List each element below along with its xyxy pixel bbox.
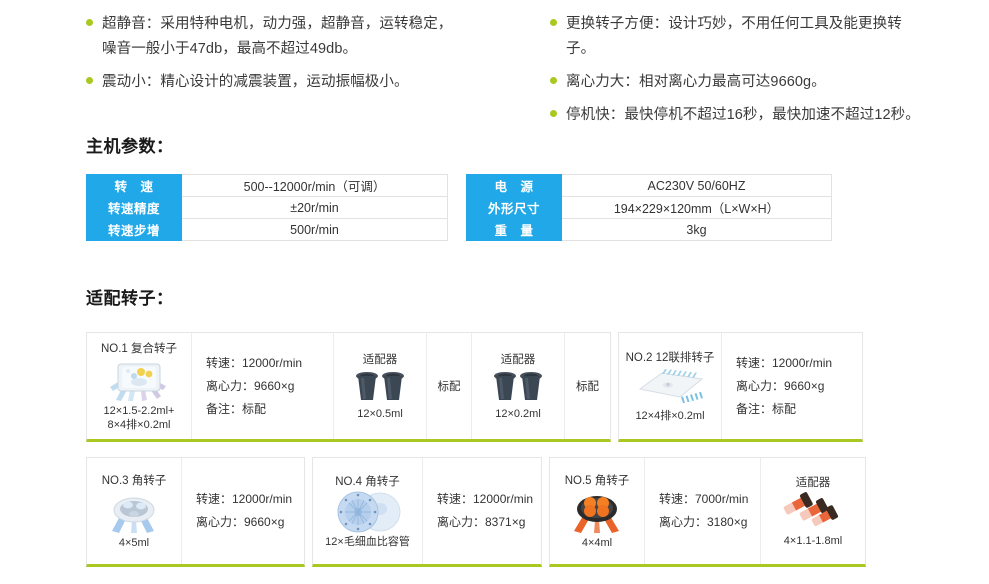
bullet-dot-icon bbox=[86, 19, 93, 26]
feature-text: 停机快：最快停机不超过16秒，最快加速不超过12秒。 bbox=[566, 107, 920, 123]
rotor-name: NO.5 角转子 bbox=[564, 475, 630, 487]
table-row: 转 速 500--12000r/min（可调） bbox=[86, 174, 448, 197]
bullet-dot-icon bbox=[550, 19, 557, 26]
adapter-label: 适配器 bbox=[500, 354, 536, 366]
bullet-dot-icon bbox=[550, 110, 557, 117]
rotor-specs-cell: 转速：12000r/min 离心力：9660×g 备注：标配 bbox=[722, 333, 862, 439]
rotor-image-cell: NO.4 角转子 bbox=[313, 458, 423, 564]
spec-key: 外形尺寸 bbox=[466, 196, 562, 219]
standard-badge: 标配 bbox=[576, 381, 599, 393]
rotor-rcf: 离心力：9660×g bbox=[196, 515, 285, 529]
rotor-capacity: 12×毛细血比容管 bbox=[325, 536, 410, 548]
rotor-name: NO.4 角转子 bbox=[335, 476, 400, 488]
spec-key: 电 源 bbox=[466, 174, 562, 197]
bullet-dot-icon bbox=[550, 77, 557, 84]
feature-text: 更换转子方便：设计巧妙，不用任何工具及能更换转子。 bbox=[566, 16, 902, 57]
rotor-image-cell: NO.5 角转子 4×4ml bbox=[550, 458, 645, 564]
rotor-specs-cell: 转速：12000r/min 离心力：9660×g bbox=[182, 458, 304, 564]
rotor-group-no5: NO.5 角转子 4×4ml 转速：7000r/min 离心力： bbox=[549, 457, 866, 567]
rotor-rcf: 离心力：8371×g bbox=[437, 515, 526, 529]
adapter-label: 适配器 bbox=[362, 354, 398, 366]
feature-column-left: 超静音：采用特种电机，动力强，超静音，运转稳定，噪音一般小于47db，最高不超过… bbox=[86, 12, 464, 136]
rotor-speed: 转速：12000r/min bbox=[437, 492, 534, 506]
adapter-tube-icon bbox=[356, 372, 404, 400]
table-row: 重 量 3kg bbox=[466, 218, 832, 241]
spec-key: 转速步增 bbox=[86, 218, 182, 241]
spec-key: 重 量 bbox=[466, 218, 562, 241]
adapter-vial-icon bbox=[783, 492, 839, 527]
adapter-capacity: 12×0.5ml bbox=[357, 408, 403, 420]
feature-column-right: 更换转子方便：设计巧妙，不用任何工具及能更换转子。 离心力大：相对离心力最高可达… bbox=[550, 12, 928, 136]
spec-value: ±20r/min bbox=[181, 196, 448, 219]
feature-text: 离心力大：相对离心力最高可达9660g。 bbox=[566, 74, 826, 90]
spec-table-right: 电 源 AC230V 50/60HZ 外形尺寸 194×229×120mm（L×… bbox=[466, 174, 832, 241]
feature-item: 停机快：最快停机不超过16秒，最快加速不超过12秒。 bbox=[550, 103, 928, 128]
bullet-dot-icon bbox=[86, 77, 93, 84]
adapter-capacity: 12×0.2ml bbox=[495, 408, 541, 420]
rotor-row: NO.3 角转子 4×5ml 转速：12000r/min 离心力：9660×g bbox=[86, 457, 873, 567]
table-row: 转速步增 500r/min bbox=[86, 218, 448, 241]
rotor-name: NO.3 角转子 bbox=[101, 475, 167, 487]
feature-item: 更换转子方便：设计巧妙，不用任何工具及能更换转子。 bbox=[550, 12, 928, 62]
rotor-capacity: 4×4ml bbox=[581, 537, 613, 549]
feature-text: 震动小：精心设计的减震装置，运动振幅极小。 bbox=[102, 74, 409, 90]
rotor-speed: 转速：12000r/min bbox=[196, 492, 293, 506]
standard-badge: 标配 bbox=[427, 333, 472, 439]
feature-item: 超静音：采用特种电机，动力强，超静音，运转稳定，噪音一般小于47db，最高不超过… bbox=[86, 12, 464, 62]
table-row: 电 源 AC230V 50/60HZ bbox=[466, 174, 832, 197]
rotor-rcf: 离心力：9660×g bbox=[206, 378, 295, 393]
adapter-cell: 适配器 12×0.5ml bbox=[334, 333, 427, 439]
rotor-angle-icon bbox=[112, 497, 155, 533]
spec-value: 500--12000r/min（可调） bbox=[181, 174, 448, 197]
feature-list: 超静音：采用特种电机，动力强，超静音，运转稳定，噪音一般小于47db，最高不超过… bbox=[86, 12, 946, 136]
rotor-name: NO.2 12联排转子 bbox=[625, 352, 715, 364]
rotor-row: NO.1 复合转子 bbox=[86, 332, 870, 442]
section-title-rotors: 适配转子： bbox=[86, 289, 174, 308]
rotor-rcf: 离心力：9660×g bbox=[736, 378, 825, 393]
rotor-name: NO.1 复合转子 bbox=[100, 343, 178, 355]
rotor-image-cell: NO.2 12联排转子 bbox=[619, 333, 722, 439]
rotor-group-no1: NO.1 复合转子 bbox=[86, 332, 611, 442]
rotor-image-cell: NO.3 角转子 4×5ml bbox=[87, 458, 182, 564]
rotor-note: 备注：标配 bbox=[206, 401, 267, 416]
rotor-group-no4: NO.4 角转子 bbox=[312, 457, 542, 567]
rotor-capacity: 4×5ml bbox=[118, 537, 150, 549]
rotor-specs-cell: 转速：12000r/min 离心力：9660×g 备注：标配 bbox=[192, 333, 334, 439]
adapter-cell: 适配器 bbox=[761, 458, 865, 564]
adapter-capacity: 4×1.1-1.8ml bbox=[783, 535, 843, 547]
feature-item: 离心力大：相对离心力最高可达9660g。 bbox=[550, 70, 928, 95]
feature-text: 超静音：采用特种电机，动力强，超静音，运转稳定，噪音一般小于47db，最高不超过… bbox=[102, 16, 453, 57]
rotor-orange-icon bbox=[574, 496, 619, 533]
section-title-specs: 主机参数： bbox=[86, 137, 174, 156]
rotor-note: 备注：标配 bbox=[736, 401, 797, 416]
rotor-rcf: 离心力：3180×g bbox=[659, 515, 748, 529]
table-row: 转速精度 ±20r/min bbox=[86, 196, 448, 219]
spec-value: AC230V 50/60HZ bbox=[561, 174, 832, 197]
adapter-label: 适配器 bbox=[795, 477, 831, 489]
rotor-strip-icon bbox=[638, 369, 704, 403]
rotor-specs-cell: 转速：7000r/min 离心力：3180×g bbox=[645, 458, 761, 564]
rotor-speed: 转速：7000r/min bbox=[659, 492, 749, 506]
spec-key: 转 速 bbox=[86, 174, 182, 197]
rotor-specs-cell: 转速：12000r/min 离心力：8371×g bbox=[423, 458, 541, 564]
feature-item: 震动小：精心设计的减震装置，运动振幅极小。 bbox=[86, 70, 464, 95]
spec-value: 194×229×120mm（L×W×H） bbox=[561, 196, 832, 219]
rotor-image-cell: NO.1 复合转子 bbox=[87, 333, 192, 439]
rotor-composite-icon bbox=[110, 363, 166, 401]
rotor-group-no3: NO.3 角转子 4×5ml 转速：12000r/min 离心力：9660×g bbox=[86, 457, 305, 567]
rotor-capacity: 12×1.5-2.2ml+ 8×4排×0.2ml bbox=[103, 405, 175, 431]
adapter-tube-icon bbox=[494, 372, 542, 400]
rotor-group-no2: NO.2 12联排转子 bbox=[618, 332, 863, 442]
rotor-speed: 转速：12000r/min bbox=[206, 355, 303, 370]
rotor-capillary-icon bbox=[337, 491, 400, 533]
spec-key: 转速精度 bbox=[86, 196, 182, 219]
adapter-cell: 适配器 12×0.2ml bbox=[472, 333, 565, 439]
spec-table-left: 转 速 500--12000r/min（可调） 转速精度 ±20r/min 转速… bbox=[86, 174, 448, 241]
table-row: 外形尺寸 194×229×120mm（L×W×H） bbox=[466, 196, 832, 219]
rotor-capacity: 12×4排×0.2ml bbox=[635, 410, 705, 422]
spec-value: 500r/min bbox=[181, 218, 448, 241]
rotor-speed: 转速：12000r/min bbox=[736, 355, 833, 370]
spec-value: 3kg bbox=[561, 218, 832, 241]
